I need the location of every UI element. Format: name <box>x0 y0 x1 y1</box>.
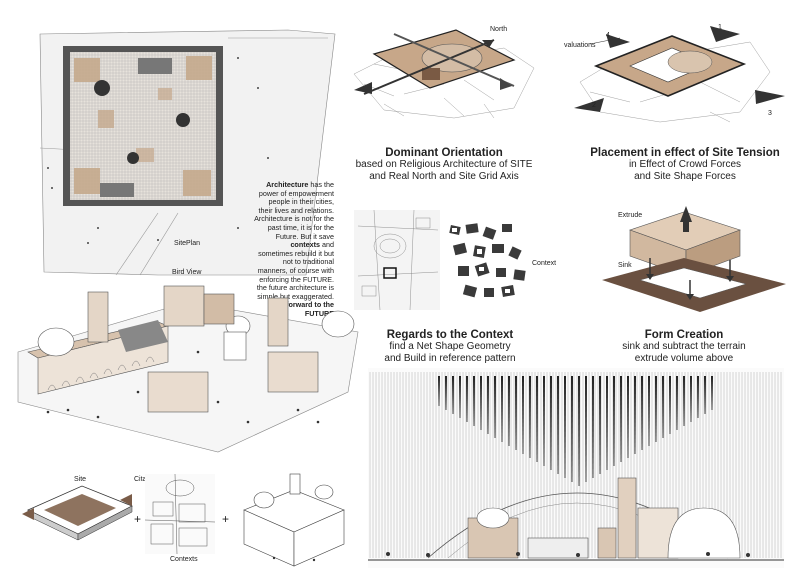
manifesto-bold-2: contexts <box>290 240 320 250</box>
manifesto-bold-1: Architecture <box>266 180 309 189</box>
context-label: Context <box>532 260 557 267</box>
manifesto-bold-3: Fast forward to the FUTURE <box>269 300 334 318</box>
placement-diagram: valuations 4 1 2 3 <box>560 22 785 132</box>
site-plan-drawing <box>39 29 336 276</box>
context-sketch <box>144 473 216 555</box>
plus-sign-2: + <box>222 512 230 526</box>
site-platform-diagram <box>22 485 133 541</box>
birdview-label: Bird View <box>172 269 202 276</box>
manifesto-text-2: and sometimes rebuild it but not to trad… <box>256 240 334 301</box>
placement-title: Placement in effect of Site Tension <box>590 147 780 159</box>
valuations-label: valuations <box>564 42 596 49</box>
siteplan-label: SitePlan <box>174 240 201 247</box>
manifesto-text: Architecture has the power of empowermen… <box>254 180 334 319</box>
placement-number-1: 1 <box>718 24 722 31</box>
section-render <box>368 368 784 568</box>
placement-caption: Placement in effect of Site Tension in E… <box>585 147 785 183</box>
placement-number-3: 3 <box>768 110 772 117</box>
placement-number-2: 2 <box>592 102 596 109</box>
dominant-line-1: based on Religious Architecture of SITE <box>355 159 533 170</box>
citadel-label: Citadel <box>134 476 156 483</box>
form-line-1: sink and subtract the terrain <box>622 341 746 352</box>
form-creation-diagram: Extrude Sink <box>600 200 790 320</box>
site-plan-panel: SitePlan <box>38 28 338 278</box>
section-render-drawing <box>368 368 784 568</box>
form-creation-drawing <box>602 206 786 312</box>
form-title: Form Creation <box>644 329 724 341</box>
placement-line-2: and Site Shape Forces <box>634 171 736 182</box>
manifesto-text-1: has the power of empowerment people in t… <box>254 180 334 241</box>
building-mass-sketch <box>243 473 345 567</box>
dominant-orientation-caption: Dominant Orientation based on Religious … <box>344 147 544 183</box>
dominant-line-2: and Real North and Site Grid Axis <box>369 171 519 182</box>
context-caption: Regards to the Context find a Net Shape … <box>350 329 550 365</box>
placement-line-1: in Effect of Crowd Forces <box>628 159 742 170</box>
north-label: North <box>490 26 508 33</box>
form-line-2: extrude volume above <box>634 353 734 364</box>
context-diagram: Context <box>354 206 557 316</box>
contexts-label: Contexts <box>170 556 198 563</box>
dominant-orientation-drawing <box>353 29 535 119</box>
context-drawing <box>354 209 526 311</box>
form-caption: Form Creation sink and subtract the terr… <box>584 329 784 365</box>
site-label: Site <box>74 476 87 483</box>
context-line-2: and Build in reference pattern <box>384 353 516 364</box>
dominant-title: Dominant Orientation <box>385 147 503 159</box>
plus-sign-1: + <box>134 512 142 526</box>
extrude-label: Extrude <box>618 212 643 219</box>
dominant-orientation-diagram: North <box>344 24 554 129</box>
diagram-strip: Site + Citadel Contexts + <box>20 468 355 573</box>
placement-number-4: 4 <box>606 32 610 39</box>
placement-drawing <box>574 26 785 123</box>
bird-view-drawing <box>17 285 359 453</box>
context-line-1: find a Net Shape Geometry <box>389 341 511 352</box>
context-title: Regards to the Context <box>386 329 514 341</box>
sink-label: Sink <box>618 262 632 269</box>
bird-view-panel <box>17 282 359 453</box>
